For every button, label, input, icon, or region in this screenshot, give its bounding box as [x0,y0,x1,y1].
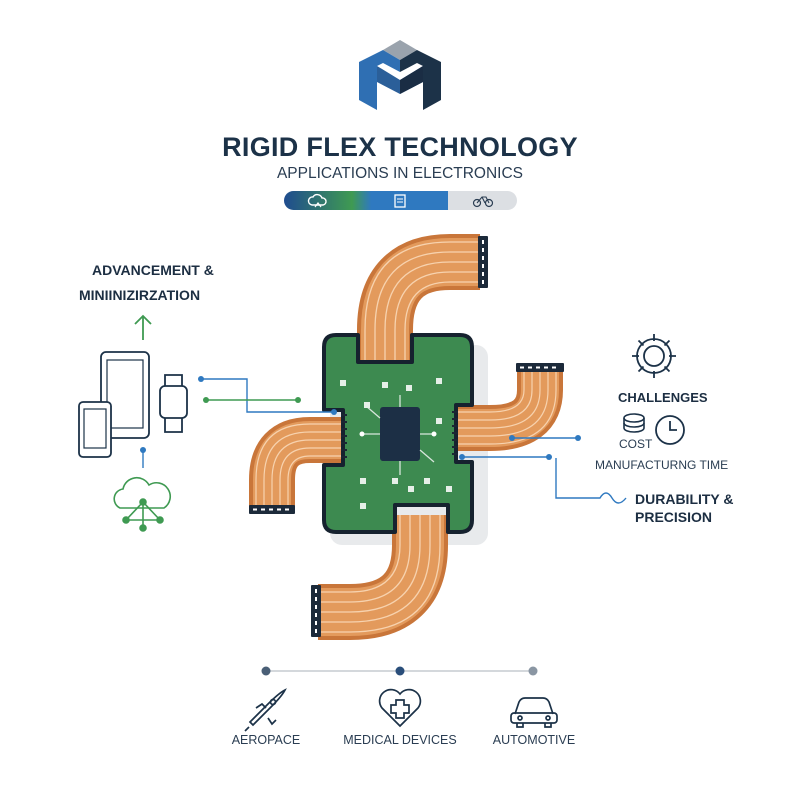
advancement-label-line2: MINIINIZIRZATION [79,287,201,303]
manufacturing-time-label: MANUFACTURNG TIME [595,458,729,472]
rocket-icon [244,688,287,732]
rigid-pcb-board [322,333,474,534]
connector-line-blue-left [201,378,334,413]
automotive-label: AUTOMOTIVE [492,733,576,747]
advancement-label-line1: ADVANCEMENT & [92,262,214,278]
durability-label-line2: PRECISION [635,509,713,525]
document-icon [394,193,406,208]
cloud-network-icon [113,476,171,532]
progress-segment-1 [284,191,352,210]
board-shadow [330,345,488,545]
flex-cable-top [357,234,488,360]
car-icon [510,697,558,728]
arrow-up-icon [134,314,152,340]
cost-label: COST [619,437,653,451]
board-pads [340,378,452,509]
durability-label-line1: DURABILITY & [635,491,734,507]
progress-segment-2 [352,191,448,210]
smartphone-icon [78,401,112,458]
aerospace-label: AEROPACE [231,733,301,747]
flex-cable-bottom [311,515,448,640]
coins-icon [623,413,645,433]
flex-cable-left [249,417,345,514]
smartwatch-icon [159,374,188,433]
progress-segment-3 [448,191,517,210]
cloud-icon [307,193,327,207]
bicycle-icon [472,195,493,207]
flex-cable-right [455,363,564,451]
page-title: RIGID FLEX TECHNOLOGY [222,132,578,162]
tablet-icon [100,351,150,439]
clock-icon [655,415,685,445]
gear-icon [632,334,676,378]
medical-heart-icon [378,688,422,728]
medical-devices-label: MEDICAL DEVICES [343,733,457,747]
page-subtitle: APPLICATIONS IN ELECTRONICS [276,165,524,182]
brand-logo [359,40,441,110]
progress-strip [284,191,517,210]
main-chip [380,407,420,461]
challenges-label: CHALLENGES [618,390,708,405]
